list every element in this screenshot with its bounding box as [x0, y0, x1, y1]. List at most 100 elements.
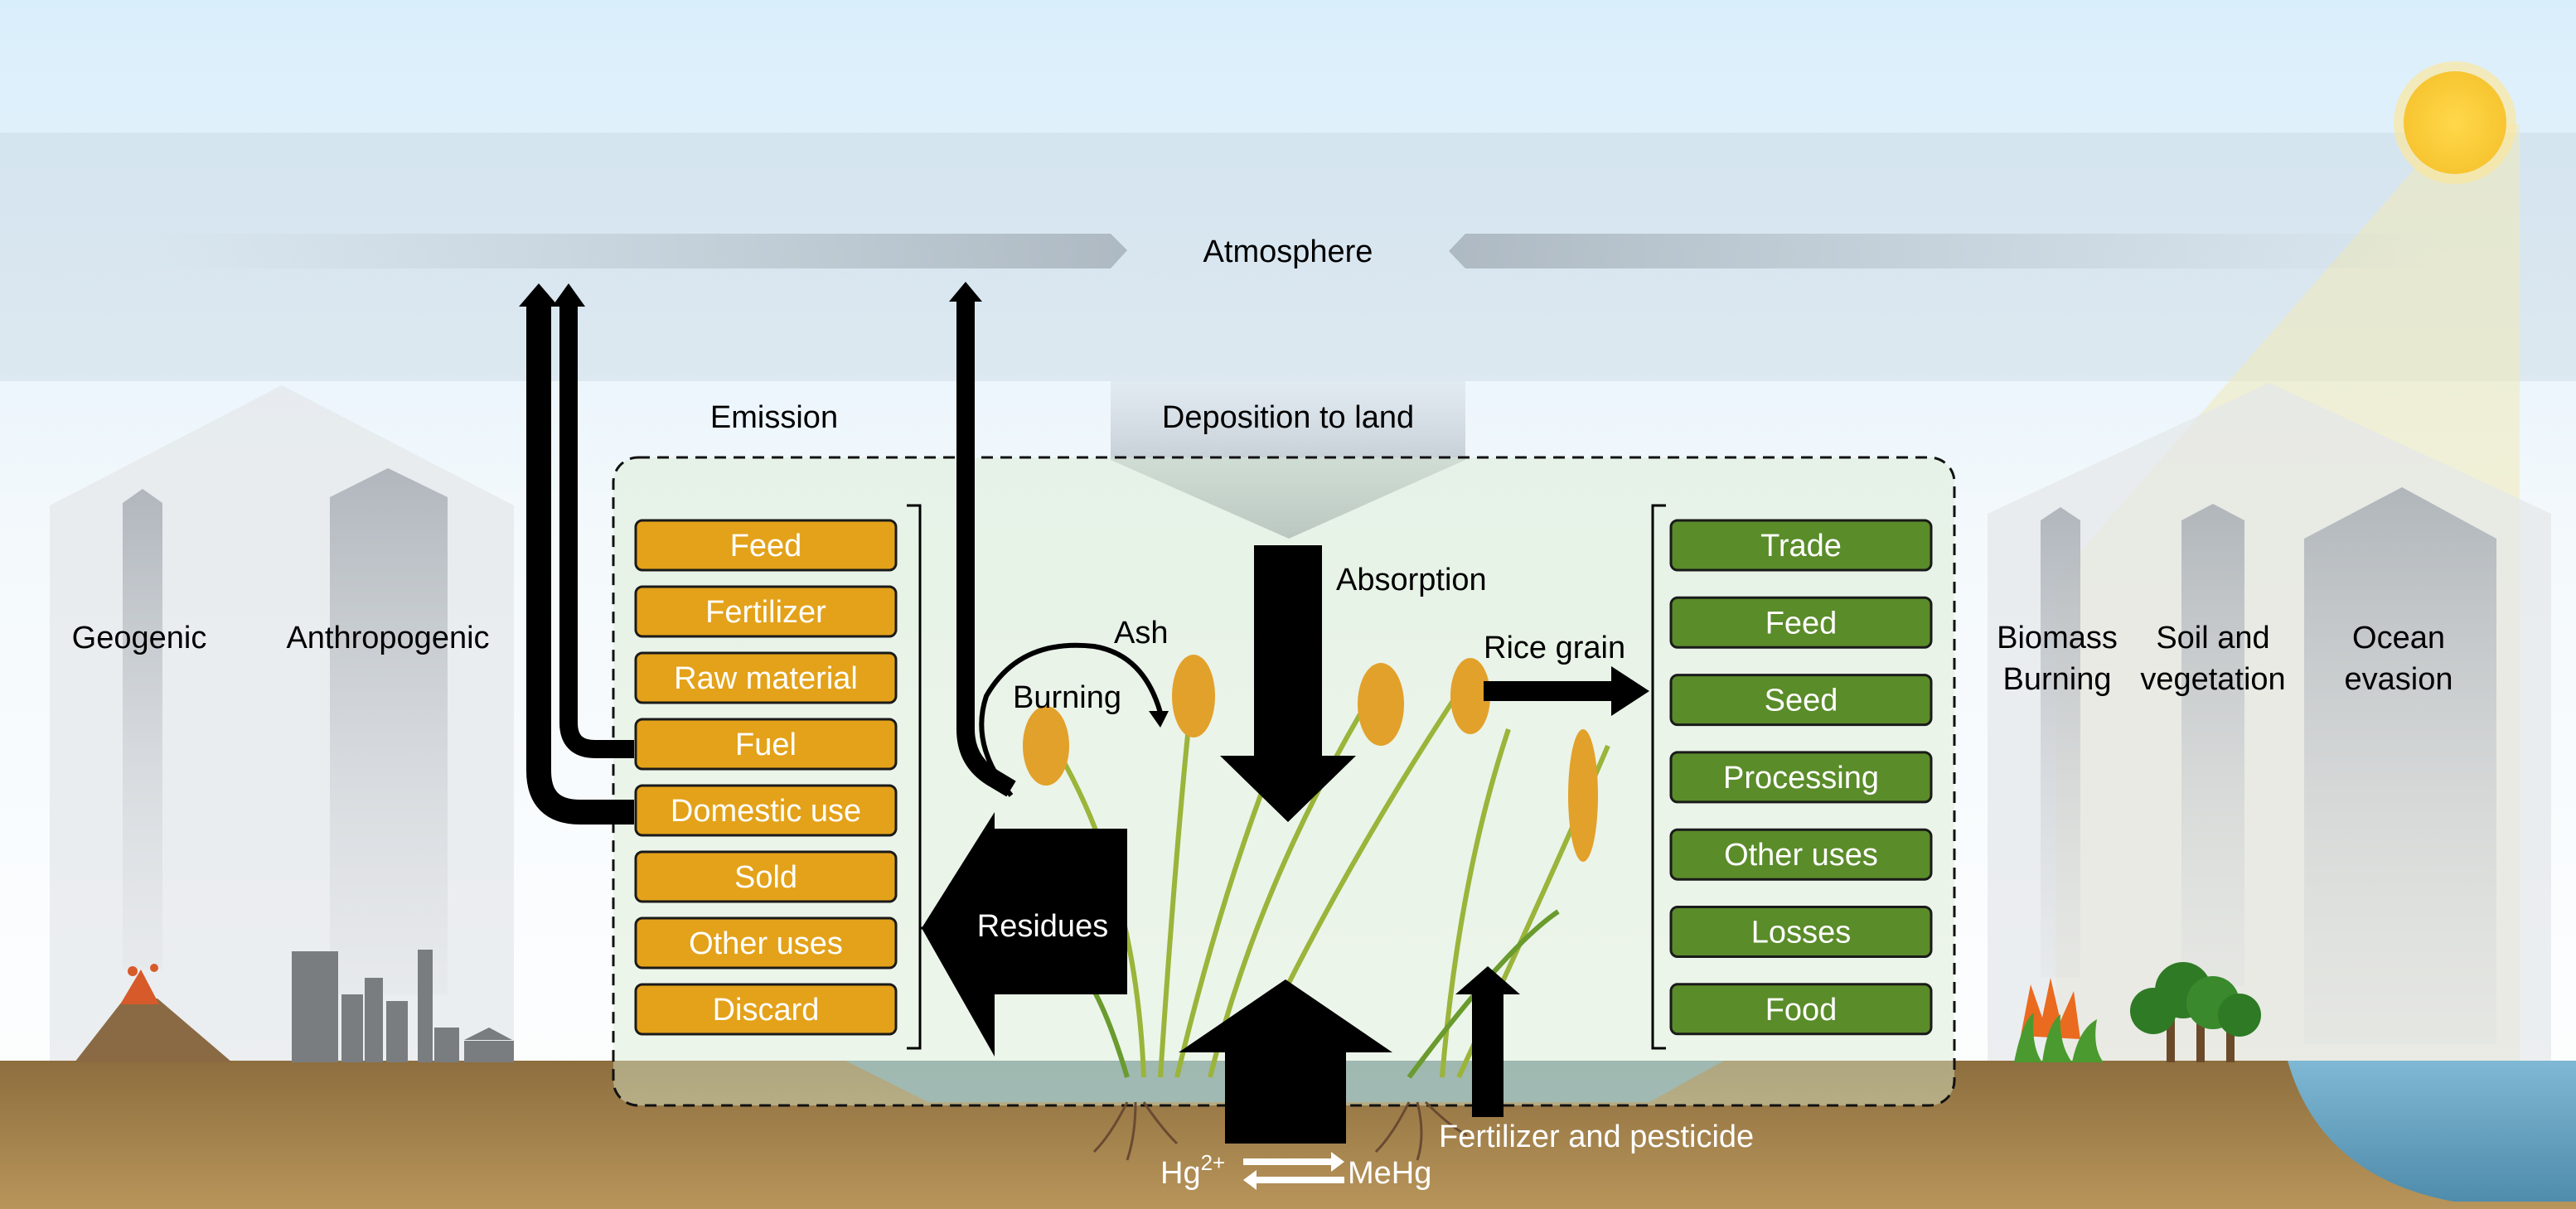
emission-label: Emission [710, 400, 838, 435]
left-use-item: Fuel [634, 718, 898, 771]
right-use-label: Losses [1751, 916, 1851, 950]
atmosphere-band-arrow-right [1449, 234, 2437, 268]
factory-icon [292, 950, 514, 1062]
fuel-emission-arrowhead [552, 283, 585, 307]
rice-roots [1092, 1100, 1468, 1161]
volcano-icon [75, 964, 232, 1062]
ocean-water [2288, 1061, 2576, 1202]
left-use-box [634, 585, 898, 638]
left-use-item: Other uses [634, 916, 898, 970]
hg-charge: 2+ [1201, 1150, 1226, 1175]
hg-mehg-exchange-arrows [1243, 1152, 1344, 1190]
left-use-box [634, 850, 898, 903]
left-use-item: Discard [634, 983, 898, 1036]
source-soil-line1: Soil and [2156, 621, 2269, 655]
right-use-box [1669, 983, 1933, 1036]
fertilizer-pesticide-label: Fertilizer and pesticide [1439, 1120, 1754, 1154]
right-use-label: Seed [1765, 684, 1838, 718]
right-use-item: Food [1669, 983, 1933, 1036]
left-use-label: Domestic use [671, 794, 861, 829]
right-use-label: Food [1765, 993, 1838, 1028]
left-use-box [634, 651, 898, 704]
residues-arrow [922, 812, 1127, 1057]
right-use-item: Processing [1669, 751, 1933, 804]
right-use-label: Feed [1765, 606, 1838, 641]
mehg-label: MeHg [1348, 1156, 1431, 1191]
right-use-box [1669, 674, 1933, 727]
source-soil-line2: vegetation [2140, 662, 2285, 697]
right-use-box [1669, 596, 1933, 649]
right-use-label: Other uses [1724, 838, 1878, 873]
left-use-box [634, 784, 898, 837]
left-use-label: Discard [713, 993, 820, 1028]
source-ocean-line1: Ocean [2352, 621, 2445, 655]
deposition-arrow [1111, 381, 1465, 539]
residues-label: Residues [977, 909, 1108, 944]
ash-label: Ash [1114, 616, 1168, 650]
left-use-label: Sold [734, 860, 797, 895]
absorption-label: Absorption [1336, 563, 1487, 597]
atmosphere-label: Atmosphere [1203, 235, 1373, 269]
burning-emission-arrow [956, 298, 1016, 797]
biomass-plume [2041, 507, 2080, 978]
source-biomass-line2: Burning [2003, 662, 2112, 697]
burning-emission-arrowhead [949, 282, 982, 302]
left-use-label: Raw material [674, 661, 858, 696]
right-uses-bracket [1651, 504, 1666, 1050]
absorption-arrow [1220, 545, 1356, 822]
fuel-emission-arrow [559, 303, 634, 758]
right-use-item: Seed [1669, 674, 1933, 727]
left-use-box [634, 519, 898, 572]
burning-label: Burning [1013, 680, 1121, 715]
sun-icon [2394, 61, 2516, 184]
left-use-item: Sold [634, 850, 898, 903]
left-use-box [634, 718, 898, 771]
left-use-label: Other uses [689, 926, 843, 961]
anthropogenic-plume [330, 468, 448, 994]
source-biomass-line1: Biomass [1997, 621, 2118, 655]
right-use-box [1669, 828, 1933, 881]
ocean-plume [2304, 487, 2496, 1044]
rice-grain-arrow [1484, 666, 1649, 716]
fertilizer-pesticide-arrow [1455, 966, 1520, 1117]
right-use-label: Trade [1760, 529, 1842, 563]
geogenic-plume [123, 489, 162, 970]
left-use-item: Raw material [634, 651, 898, 704]
right-use-box [1669, 751, 1933, 804]
left-use-item: Domestic use [634, 784, 898, 837]
source-geogenic-label: Geogenic [72, 621, 207, 655]
hg-label: Hg2+ [1160, 1150, 1225, 1191]
right-use-item: Other uses [1669, 828, 1933, 881]
atmosphere-band-arrow-left [149, 234, 1127, 268]
source-anthropogenic-label: Anthropogenic [286, 621, 489, 655]
left-use-item: Feed [634, 519, 898, 572]
left-use-box [634, 916, 898, 970]
trees-icon [2130, 962, 2261, 1062]
rice-grain-label: Rice grain [1484, 631, 1625, 665]
domestic-emission-arrow [526, 303, 634, 825]
domestic-emission-arrowhead [519, 283, 559, 307]
soil-plume [2181, 504, 2244, 986]
right-use-item: Trade [1669, 519, 1933, 572]
left-use-item: Fertilizer [634, 585, 898, 638]
left-use-label: Feed [730, 529, 802, 563]
right-use-item: Losses [1669, 906, 1933, 958]
left-use-label: Fertilizer [705, 595, 826, 630]
ash-arrowhead [1149, 711, 1169, 728]
right-use-label: Processing [1723, 761, 1879, 796]
source-ocean-line2: evasion [2345, 662, 2453, 697]
deposition-label: Deposition to land [1162, 400, 1414, 435]
left-uses-bracket [907, 504, 922, 1050]
fire-icon [2014, 978, 2104, 1062]
hg-symbol: Hg [1160, 1156, 1201, 1191]
left-use-box [634, 983, 898, 1036]
burning-ash-loop [979, 642, 1163, 797]
root-uptake-arrow [1179, 979, 1392, 1144]
right-use-box [1669, 519, 1933, 572]
right-use-box [1669, 906, 1933, 958]
right-use-item: Feed [1669, 596, 1933, 649]
